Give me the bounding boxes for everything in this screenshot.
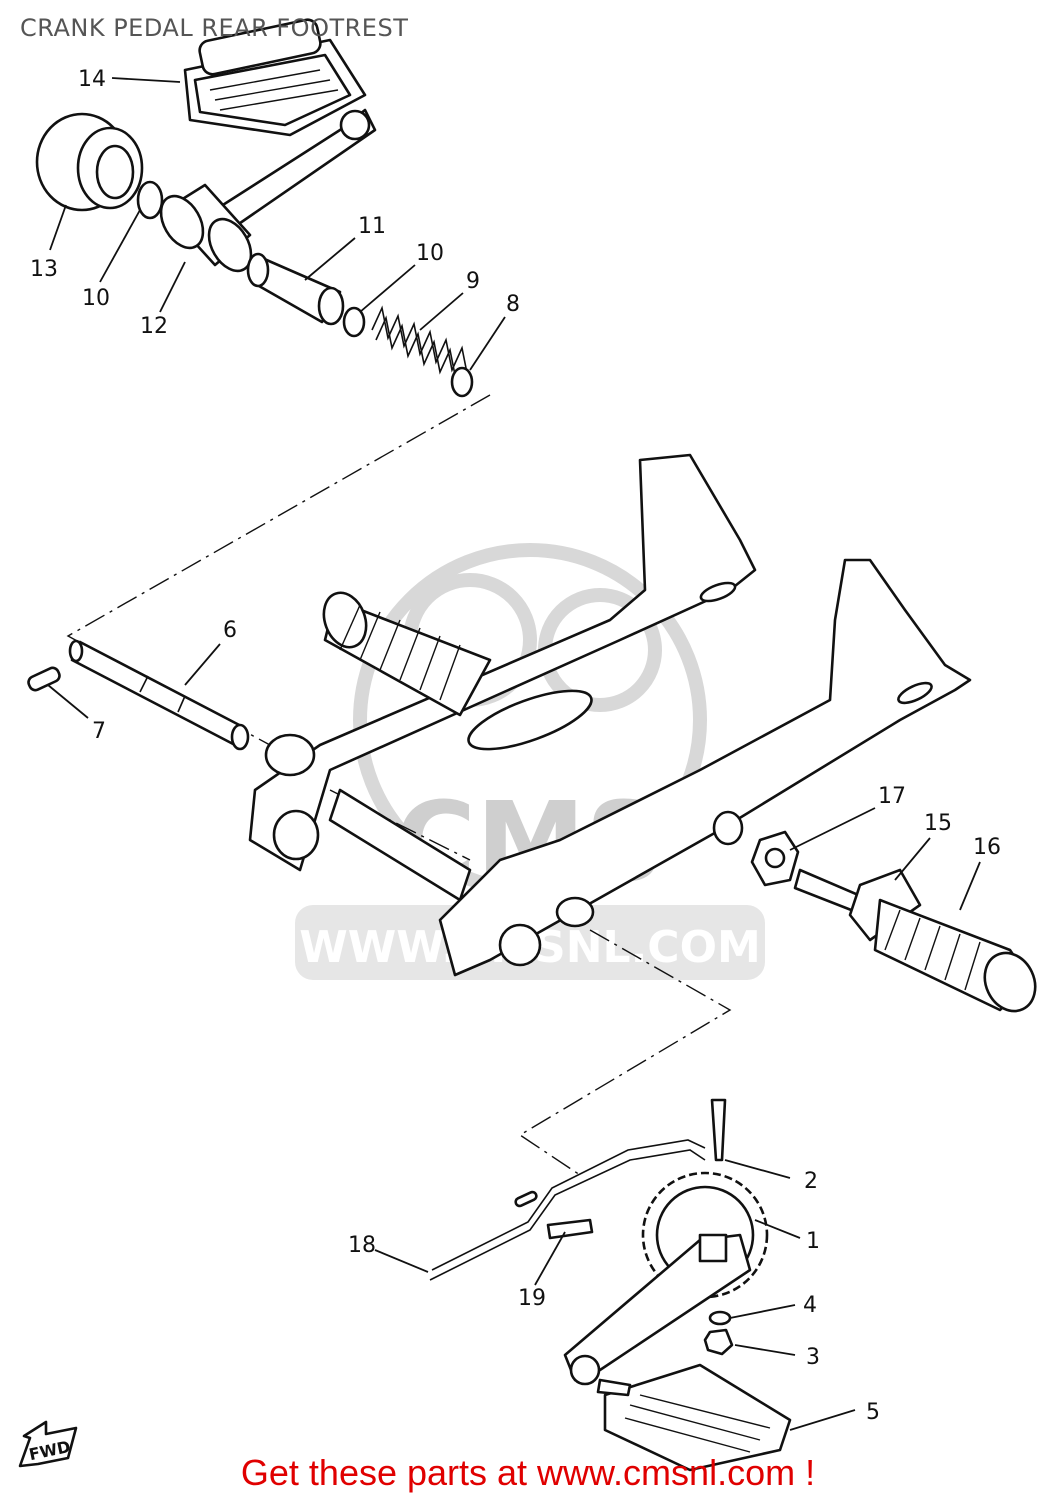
bushing <box>246 252 345 326</box>
callout-15: 15 <box>924 811 952 836</box>
callout-18: 18 <box>348 1233 376 1258</box>
crossbar-end <box>264 733 316 777</box>
lower-crank-arm <box>563 1233 752 1386</box>
leader-lines <box>47 77 981 1431</box>
callout-8: 8 <box>506 292 520 317</box>
callout-10b: 10 <box>416 241 444 266</box>
pin-7 <box>27 666 61 692</box>
chain-joint-19 <box>546 1218 594 1240</box>
callout-11: 11 <box>358 214 386 239</box>
promo-link[interactable]: Get these parts at www.cmsnl.com ! <box>240 1452 816 1493</box>
cotter-pin-2 <box>710 1098 727 1162</box>
callout-14: 14 <box>78 67 106 92</box>
callout-7: 7 <box>92 719 106 744</box>
callout-17: 17 <box>878 784 906 809</box>
shaft-6 <box>68 639 250 751</box>
nut-17-hole <box>764 847 786 869</box>
nut-3 <box>703 1328 734 1356</box>
drive-chain-18 <box>429 1139 706 1281</box>
callout-6: 6 <box>223 618 237 643</box>
callout-5: 5 <box>866 1400 880 1425</box>
upper-pedal <box>183 18 377 232</box>
callout-9: 9 <box>466 269 480 294</box>
callout-16: 16 <box>973 835 1001 860</box>
circlip-8 <box>450 366 474 398</box>
footrest-rubber-right <box>873 898 1037 1013</box>
crank-cap <box>35 112 144 212</box>
callout-4: 4 <box>803 1293 817 1318</box>
callout-10a: 10 <box>82 286 110 311</box>
page-title: CRANK PEDAL REAR FOOTREST <box>20 14 409 42</box>
callout-numbers: 14 13 10 12 11 10 9 8 6 7 17 15 16 2 1 4… <box>30 67 1001 1425</box>
callout-13: 13 <box>30 257 58 282</box>
crank-boss <box>159 183 253 273</box>
callout-1: 1 <box>806 1229 820 1254</box>
callout-19: 19 <box>518 1286 546 1311</box>
footrest-rubber-left <box>322 591 492 717</box>
circlip-10a <box>136 180 164 220</box>
callout-3: 3 <box>806 1345 820 1370</box>
footrest-bracket-front <box>438 558 972 977</box>
circlip-10b <box>342 306 366 338</box>
footrest-bracket-rear <box>248 453 757 872</box>
lower-pedal-5 <box>596 1363 792 1472</box>
callout-12: 12 <box>140 314 168 339</box>
callout-2: 2 <box>804 1169 818 1194</box>
spring <box>371 305 469 381</box>
fwd-arrow-icon: FWD <box>18 1420 78 1468</box>
washer-4 <box>708 1310 732 1326</box>
